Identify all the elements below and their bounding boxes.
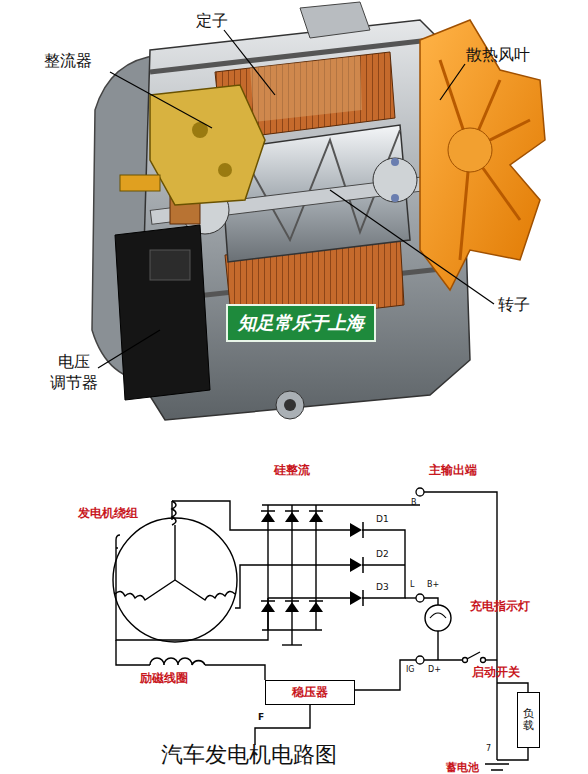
field-coil-symbol	[150, 658, 205, 665]
watermark-banner: 知足常乐于上海	[226, 304, 376, 342]
part-label: 散热风叶	[466, 46, 530, 64]
stator-core	[250, 56, 362, 122]
terminal-name: L	[410, 580, 414, 589]
part-label: 电压 调节器	[48, 352, 99, 394]
mount-hole-inner	[284, 399, 296, 411]
terminal	[416, 488, 486, 664]
diode	[218, 163, 232, 177]
regulator-box: 稳压器	[265, 680, 355, 705]
terminal-name: B	[411, 498, 417, 507]
caption: 汽车发电机电路图	[0, 742, 588, 767]
circuit-wires	[113, 492, 528, 770]
circuit-label: 启动开关	[472, 666, 520, 680]
node-text: 知足常乐于上海	[238, 311, 364, 335]
ball	[391, 158, 399, 166]
terminal-name: D+	[428, 665, 441, 674]
load-box: 负载	[517, 692, 540, 748]
circuit-label: 主输出端	[429, 464, 477, 478]
regulator-detail	[150, 250, 190, 280]
terminal-name: F	[258, 712, 264, 722]
diode-name: D2	[376, 549, 389, 559]
diode-name: D1	[376, 514, 389, 524]
terminal-name: 7	[486, 744, 491, 753]
node-text: 稳压器	[292, 684, 328, 701]
mount-lug	[300, 2, 370, 38]
part-label: 整流器	[44, 52, 92, 70]
lamp-filament	[430, 613, 446, 618]
ball	[391, 194, 399, 202]
terminal-name: B+	[427, 580, 439, 589]
leader-lines	[98, 30, 494, 368]
bearing	[373, 158, 417, 202]
diode-name: D3	[376, 582, 389, 592]
fan-blade	[440, 60, 530, 260]
circuit-label: 发电机绕组	[78, 507, 138, 521]
circuit-label: 充电指示灯	[470, 600, 530, 614]
circuit-label: 蓄电池	[446, 762, 479, 774]
circuit-label: 硅整流	[274, 464, 310, 478]
fan-hub	[448, 128, 492, 172]
indicator-lamp	[425, 605, 451, 631]
diode-symbol	[261, 511, 372, 612]
part-label: 定子	[196, 12, 228, 30]
voltage-regulator	[115, 225, 210, 400]
terminal-name: IG	[406, 665, 415, 674]
part-label: 转子	[498, 296, 530, 314]
cooling-fan	[420, 20, 545, 290]
terminal	[120, 175, 160, 191]
circuit-label: 励磁线圈	[140, 672, 188, 686]
node-text: 负载	[523, 708, 534, 732]
mount-hole	[276, 391, 304, 419]
